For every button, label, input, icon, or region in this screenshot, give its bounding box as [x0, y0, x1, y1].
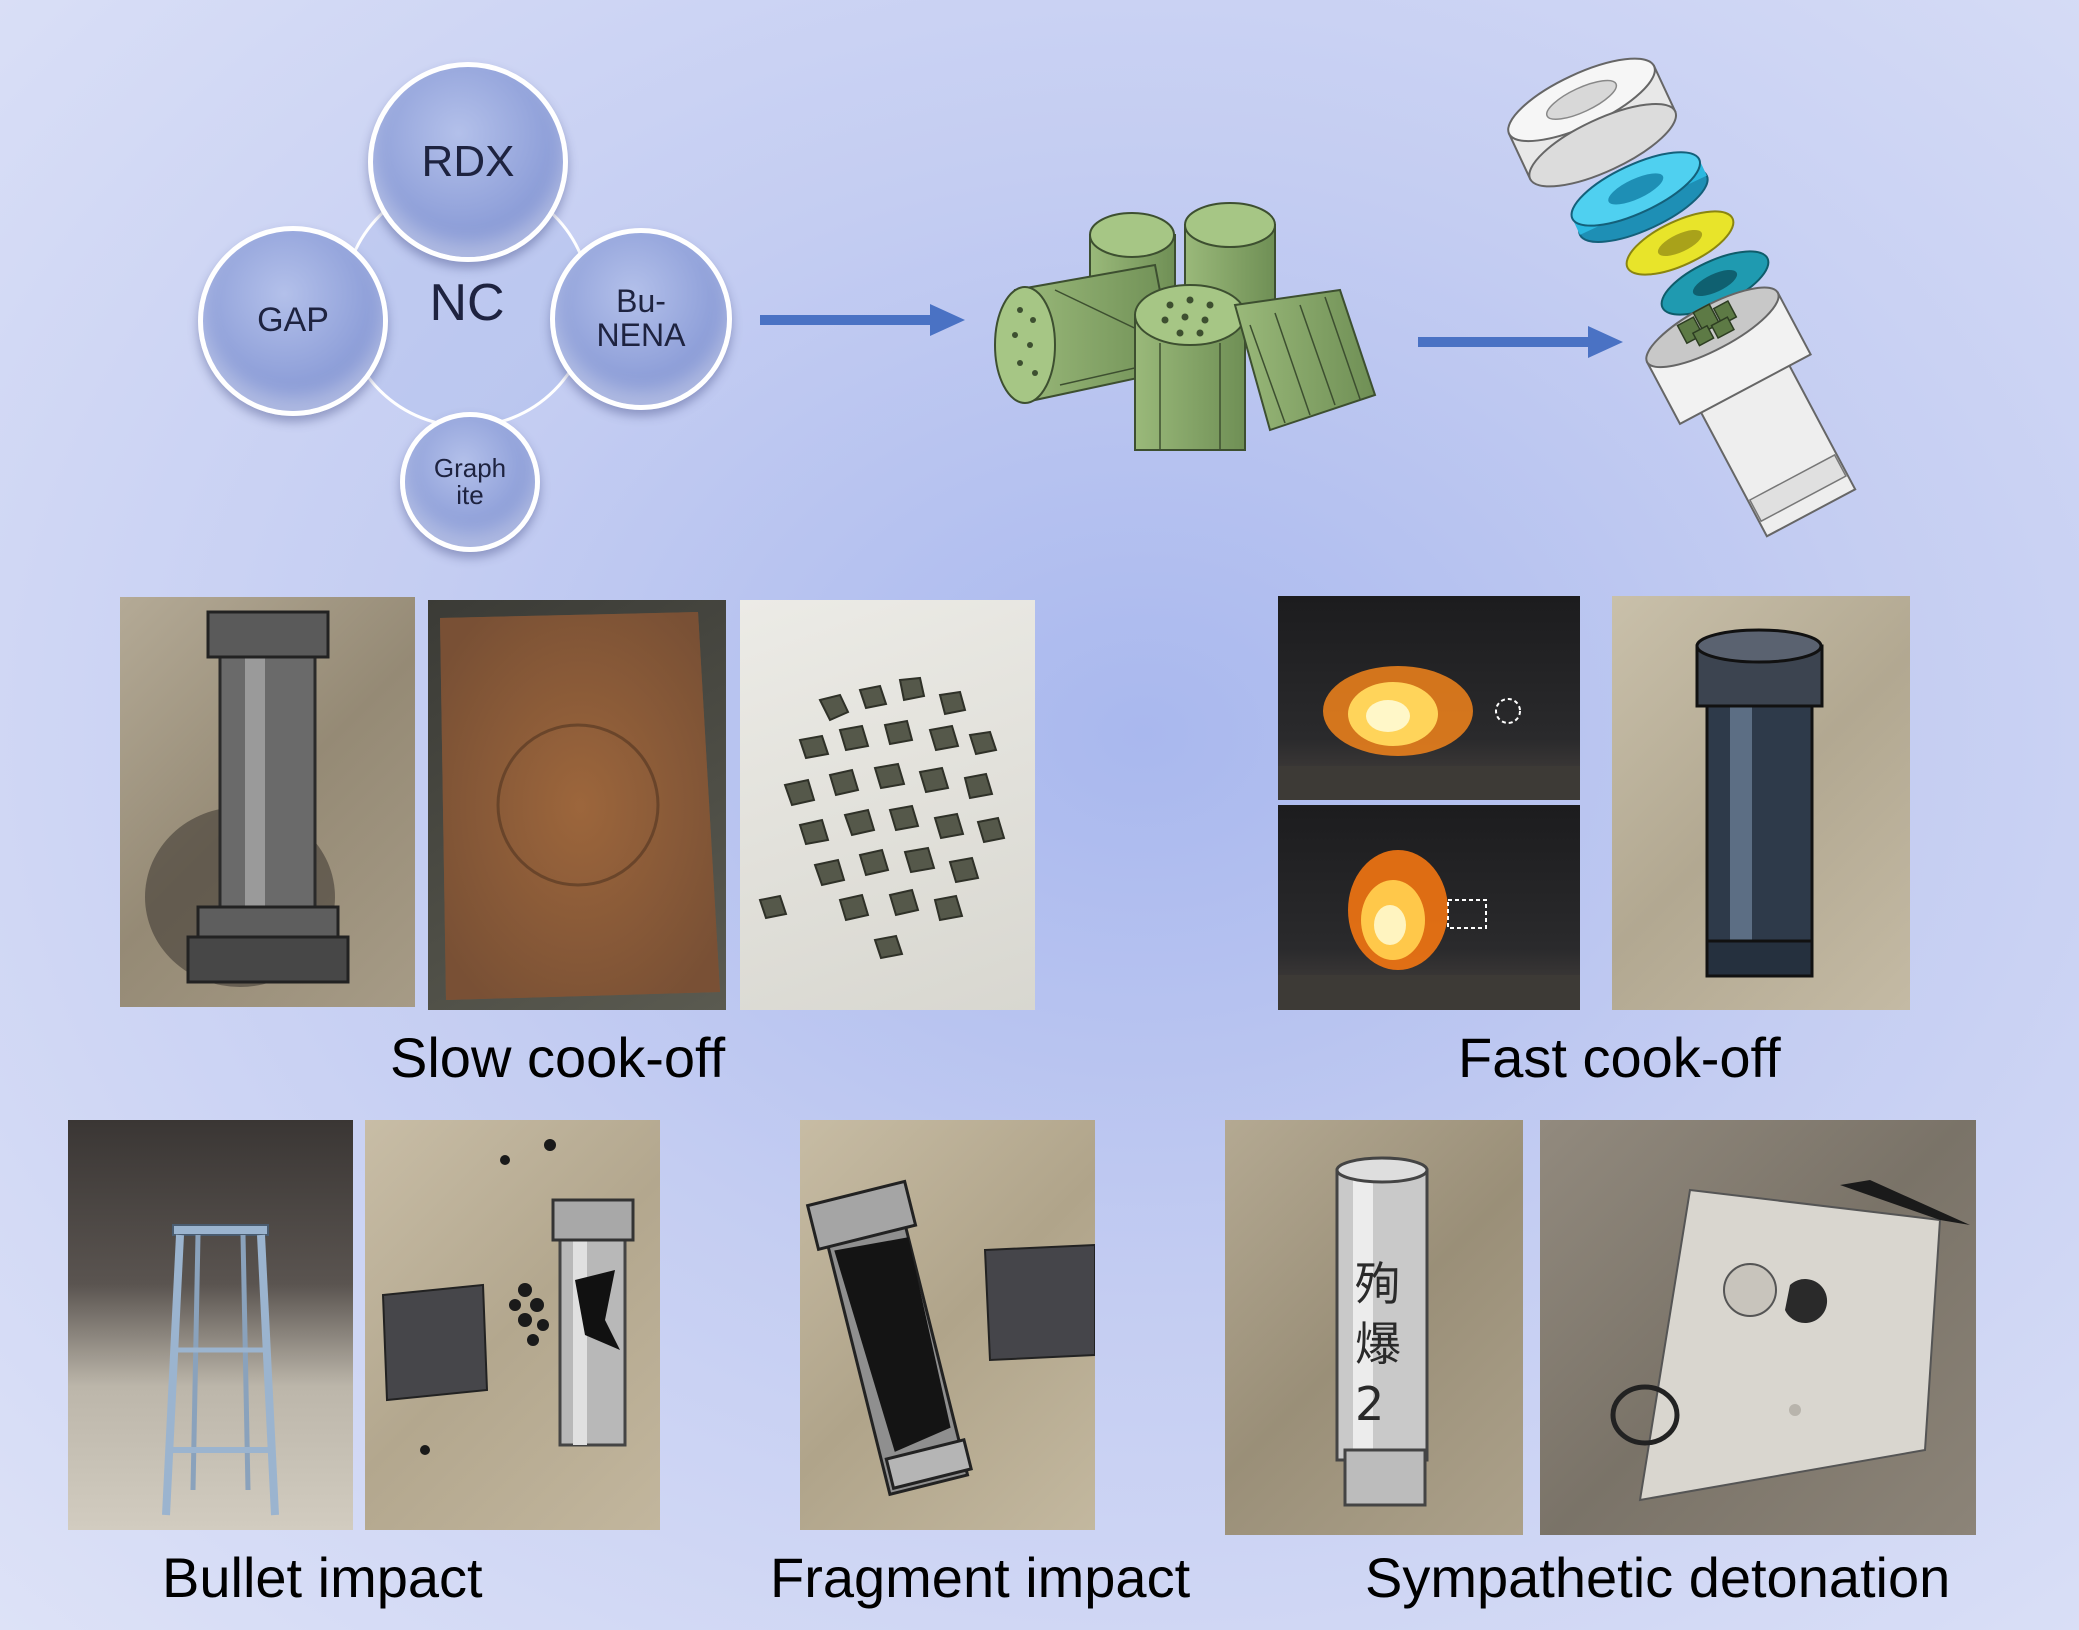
bunena-circle: Bu- NENA: [550, 228, 732, 410]
test-vessel-exploded-illustration: [1507, 57, 1857, 538]
fast-cookoff-photo-flame-bottom: [1278, 805, 1580, 1010]
caption-fragment-impact: Fragment impact: [770, 1546, 1191, 1609]
caption-slow-cookoff: Slow cook-off: [390, 1026, 726, 1089]
graphite-label-line1: Graph: [433, 452, 507, 483]
arrow-right-icon: [760, 304, 965, 336]
nc-label: NC: [429, 273, 505, 332]
caption-fast-cookoff: Fast cook-off: [1458, 1026, 1781, 1089]
bullet-impact-photo-debris: [365, 1120, 660, 1530]
graphite-label-line2: ite: [456, 480, 484, 510]
graphite-circle: Graph ite: [400, 412, 540, 552]
svg-text:2: 2: [1355, 1377, 1384, 1431]
vessel-cyan-ring: [1570, 151, 1709, 243]
bunena-label-line1: Bu-: [616, 283, 666, 320]
slow-cookoff-photo-witness-plate: [428, 600, 726, 1010]
gap-circle: GAP: [198, 226, 388, 416]
vessel-top-cap: [1507, 57, 1678, 188]
vessel-yellow-washer: [1625, 210, 1735, 276]
slow-cookoff-photo-vessel: [120, 597, 415, 1007]
slow-cookoff-photo-grains: [740, 600, 1035, 1010]
rdx-label: RDX: [421, 136, 515, 186]
bunena-label-line2: NENA: [596, 317, 686, 353]
fast-cookoff-photo-vessel: [1612, 596, 1910, 1010]
vessel-body-tube: [1645, 286, 1857, 538]
svg-text:爆: 爆: [1355, 1317, 1401, 1371]
grain-center: [1134, 284, 1246, 451]
sympathetic-detonation-photo-plate: [1540, 1120, 1976, 1535]
sympathetic-detonation-photo-tube: 殉 爆 2: [1225, 1120, 1523, 1535]
fragment-impact-photo: [800, 1120, 1095, 1530]
propellant-grains-illustration: [994, 202, 1377, 451]
arrow-right-icon-2: [1418, 326, 1623, 358]
grain-right: [1233, 288, 1377, 432]
gap-label: GAP: [257, 301, 329, 340]
rdx-circle: RDX: [368, 62, 568, 262]
bullet-impact-photo-stand: [68, 1120, 353, 1530]
fast-cookoff-photo-flame-top: [1278, 596, 1580, 800]
caption-bullet-impact: Bullet impact: [162, 1546, 483, 1609]
vessel-teal-washer: [1660, 250, 1770, 316]
svg-text:殉: 殉: [1355, 1257, 1401, 1311]
caption-sympathetic-detonation: Sympathetic detonation: [1365, 1546, 1951, 1609]
